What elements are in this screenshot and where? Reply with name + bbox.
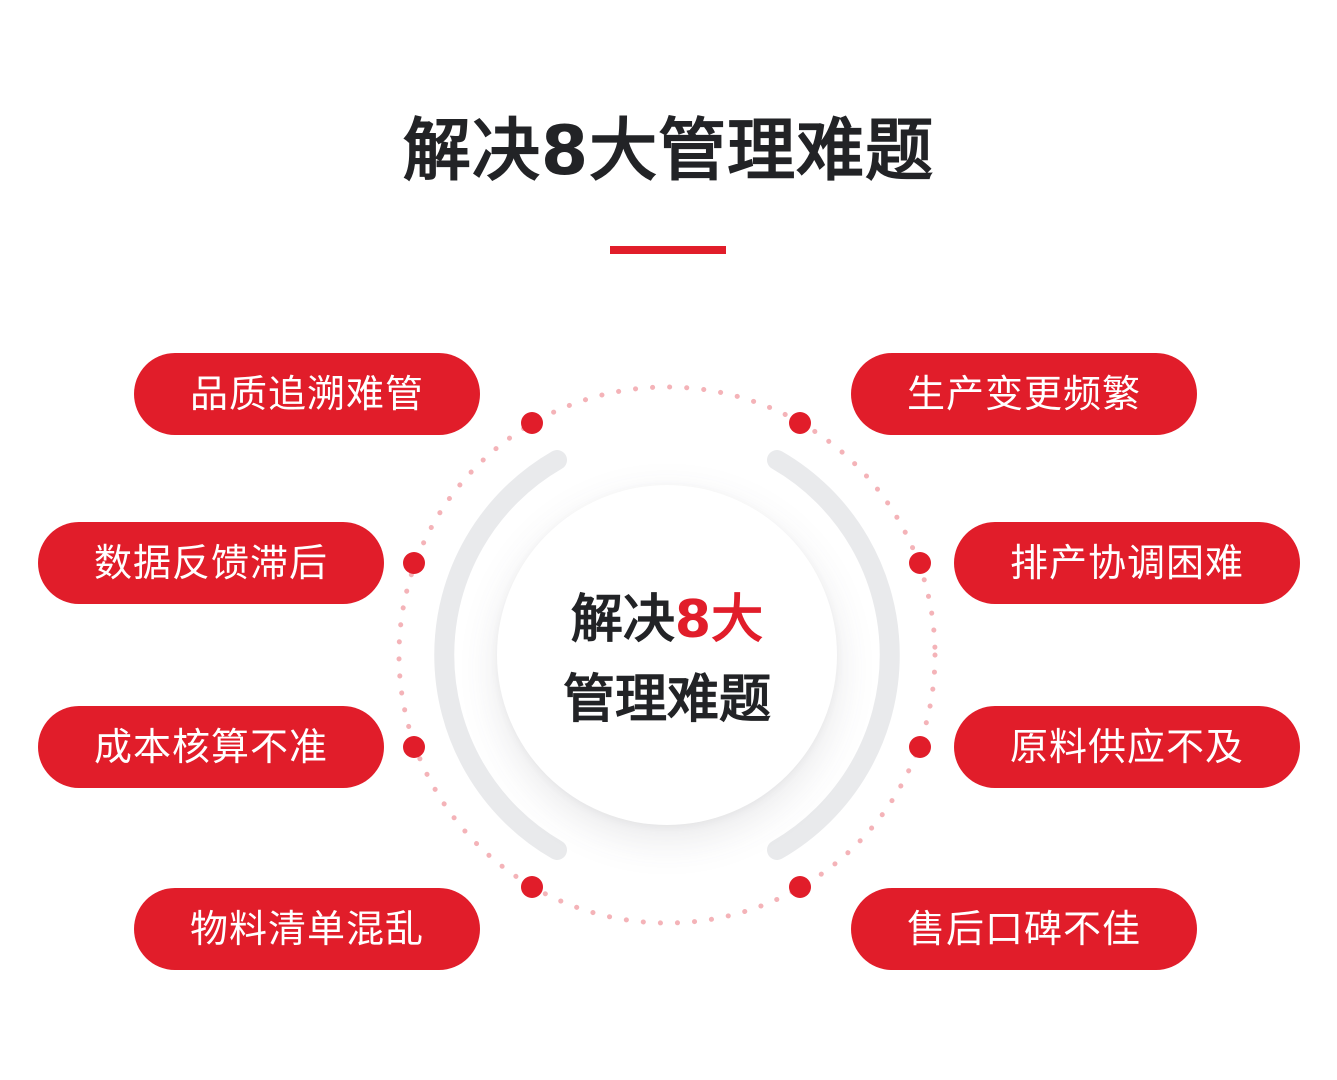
dotted-ring <box>396 384 938 926</box>
connector-dot <box>403 552 425 574</box>
connector-dot <box>909 736 931 758</box>
problem-pill-production-changes: 生产变更频繁 <box>851 353 1197 435</box>
center-label: 解决8大 管理难题 <box>497 580 837 740</box>
center-line-1: 解决8大 <box>497 580 837 660</box>
connector-dot <box>789 876 811 898</box>
connector-dot <box>789 412 811 434</box>
title-underline <box>610 246 726 254</box>
problem-pill-cost-accounting: 成本核算不准 <box>38 706 384 788</box>
problem-pill-quality-tracing: 品质追溯难管 <box>134 353 480 435</box>
connector-dot <box>909 552 931 574</box>
connector-dot <box>521 412 543 434</box>
problem-pill-material-supply: 原料供应不及 <box>954 706 1300 788</box>
connector-dot <box>521 876 543 898</box>
problem-pill-scheduling: 排产协调困难 <box>954 522 1300 604</box>
center-line-1-accent: 8大 <box>674 590 764 650</box>
center-line-1-prefix: 解决 <box>570 590 675 650</box>
problem-pill-data-feedback: 数据反馈滞后 <box>38 522 384 604</box>
problem-pill-bom: 物料清单混乱 <box>134 888 480 970</box>
right-arc <box>767 450 900 860</box>
connector-dot <box>403 736 425 758</box>
page-title: 解决8大管理难题 <box>402 112 935 191</box>
center-circle <box>497 485 837 825</box>
problem-pill-after-sales: 售后口碑不佳 <box>851 888 1197 970</box>
center-line-2: 管理难题 <box>562 670 771 730</box>
left-arc <box>434 450 567 860</box>
